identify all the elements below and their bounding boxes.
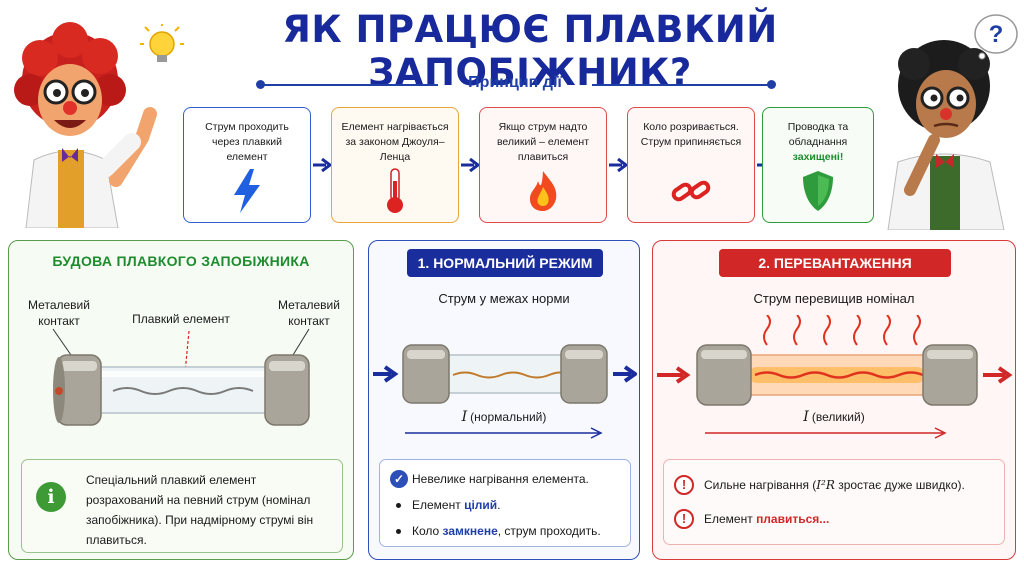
subtitle-right-line [592, 84, 770, 86]
thermometer-icon [332, 168, 458, 214]
label-fusible-element: Плавкий елемент [132, 312, 230, 326]
scientist-left-illustration [14, 22, 157, 228]
step-4-text: Коло розривається. Струм припиняється [640, 121, 742, 148]
info-icon: i [36, 482, 66, 512]
subtitle: Принцип дії [468, 74, 562, 91]
normal-item-2: Елемент [412, 498, 465, 512]
warning-icon: ! [674, 475, 694, 495]
overload-info-box: ! Сильне нагрівання (I²R зростає дуже шви… [663, 459, 1005, 545]
step-1-text: Струм проходить через плавкий елемент [205, 121, 289, 163]
overload-item-1-after: зростає дуже швидко). [834, 478, 965, 492]
overload-current-arrow [705, 427, 947, 439]
label-metal-contact-left: Металевий контакт [28, 298, 90, 328]
step-heating: Елемент нагрівається за законом Джоуля–Л… [331, 107, 459, 223]
label-metal-contact-right: Металевий контакт [278, 298, 340, 328]
overload-item-2: Елемент [704, 512, 757, 526]
overload-badge: 2. ПЕРЕВАНТАЖЕННЯ [719, 249, 951, 277]
structure-info-box: i Спеціальний плавкий елемент розрахован… [21, 459, 343, 553]
check-icon: ✓ [390, 470, 408, 488]
current-symbol: I [461, 409, 468, 425]
overload-panel: 2. ПЕРЕВАНТАЖЕННЯ Струм перевищив номіна… [652, 240, 1016, 560]
normal-current-arrow [405, 427, 603, 439]
current-symbol: I [803, 409, 809, 425]
step-protected: Проводка та обладнання захищені! [762, 107, 874, 223]
normal-item-3-after: , струм проходить. [497, 524, 601, 538]
step-5-highlight: захищені! [792, 151, 844, 163]
step-circuit-break: Коло розривається. Струм припиняється [627, 107, 755, 223]
step-arrow-2 [461, 158, 481, 172]
overload-current-label: I(великий) [653, 409, 1015, 425]
fuse-structure-panel: БУДОВА ПЛАВКОГО ЗАПОБІЖНИКА Металевий ко… [8, 240, 354, 560]
shield-icon [763, 168, 873, 214]
normal-item-2-em: цілий [464, 498, 498, 512]
step-2-text: Елемент нагрівається за законом Джоуля–Л… [341, 121, 449, 163]
normal-item-3: Коло [412, 524, 443, 538]
normal-mode-panel: 1. НОРМАЛЬНИЙ РЕЖИМ Струм у межах норми … [368, 240, 640, 560]
overload-current-text: (великий) [811, 410, 865, 424]
normal-caption: Струм у межах норми [438, 291, 570, 306]
step-arrow-1 [313, 158, 333, 172]
bullet-dot [396, 529, 401, 534]
normal-item-3-em: замкнене [442, 524, 498, 538]
overload-item-2-em: плавиться... [756, 512, 830, 526]
fuse-overload-diagram [657, 315, 1013, 406]
step-5-text: Проводка та обладнання [787, 121, 849, 148]
broken-link-icon [628, 168, 754, 214]
subtitle-right-dot [767, 80, 776, 89]
bullet-dot [396, 503, 401, 508]
structure-info-text: Спеціальний плавкий елемент розрахований… [86, 473, 314, 547]
overload-formula: I²R [816, 478, 835, 492]
normal-item-2-after: . [497, 498, 501, 512]
normal-current-label: I(нормальний) [369, 409, 639, 425]
structure-title: БУДОВА ПЛАВКОГО ЗАПОБІЖНИКА [52, 253, 310, 269]
page-title: ЯК ПРАЦЮЄ ПЛАВКИЙ ЗАПОБІЖНИК? [282, 8, 778, 94]
step-arrow-3 [609, 158, 629, 172]
flame-icon [480, 168, 606, 214]
normal-info-box: ✓ Невелике нагрівання елемента. Елемент ц… [379, 459, 631, 547]
subtitle-left-dot [256, 80, 265, 89]
step-current-flows: Струм проходить через плавкий елемент [183, 107, 311, 223]
normal-current-text: (нормальний) [470, 410, 547, 424]
lightning-icon [184, 168, 310, 214]
svg-text:?: ? [989, 21, 1004, 48]
overload-item-1: Сильне нагрівання ( [704, 478, 817, 492]
warning-icon: ! [674, 509, 694, 529]
scientist-right-illustration [887, 40, 1005, 230]
step-3-text: Якщо струм надто великий – елемент плави… [496, 121, 590, 163]
fuse-normal-diagram [373, 344, 637, 404]
step-melting: Якщо струм надто великий – елемент плави… [479, 107, 607, 223]
lightbulb-icon [140, 24, 184, 62]
question-bubble-icon: ? [974, 14, 1018, 60]
normal-item-1: Невелике нагрівання елемента. [412, 472, 589, 486]
normal-mode-badge: 1. НОРМАЛЬНИЙ РЕЖИМ [407, 249, 603, 277]
overload-caption: Струм перевищив номінал [753, 291, 915, 306]
fuse-diagram [52, 328, 310, 426]
subtitle-left-line [262, 84, 438, 86]
